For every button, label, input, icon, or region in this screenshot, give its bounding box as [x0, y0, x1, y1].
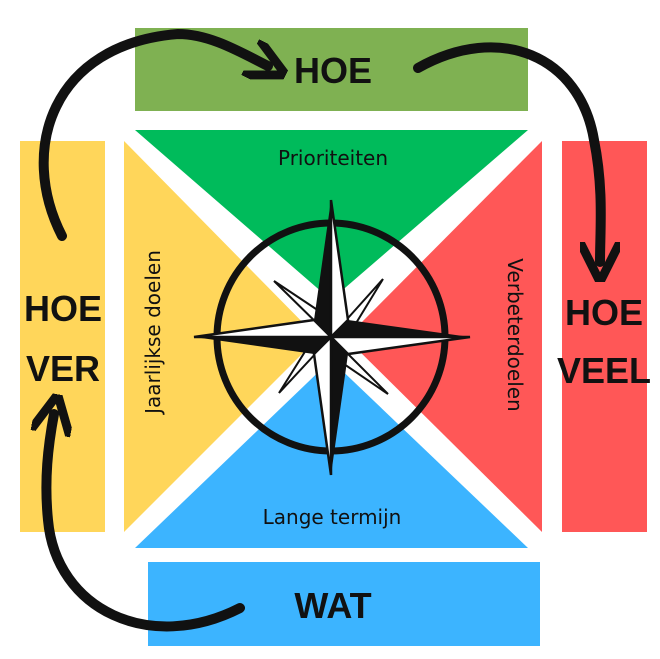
right-label-line1: HOE — [565, 292, 643, 333]
triangle-left-label: Jaarlijkse doelen — [141, 250, 165, 416]
triangle-right-label: Verbeterdoelen — [503, 258, 527, 411]
top-label: HOE — [294, 50, 372, 91]
curved-arrow-icon — [46, 414, 245, 632]
left-bar — [20, 141, 105, 532]
curved-arrow-icon — [38, 28, 268, 241]
curved-arrow-icon — [413, 42, 601, 262]
left-label-line1: HOE — [24, 288, 102, 329]
right-label-line2: VEEL — [557, 350, 651, 391]
bottom-label: WAT — [294, 585, 371, 626]
triangle-bottom-label: Lange termijn — [263, 505, 402, 529]
bottom-bar — [148, 562, 540, 646]
compass-rose-icon — [193, 199, 471, 476]
left-label-line2: VER — [26, 348, 100, 389]
triangle-top-label: Prioriteiten — [278, 146, 388, 170]
